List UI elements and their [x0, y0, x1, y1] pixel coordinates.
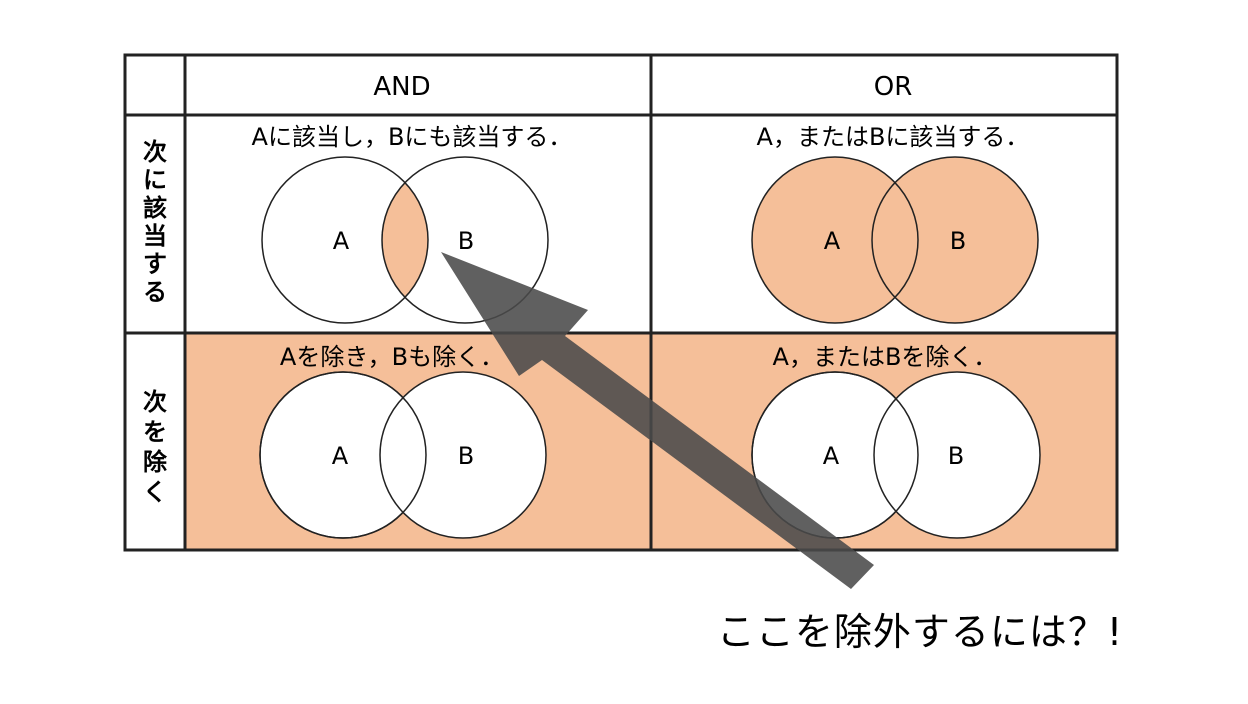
table-grid — [123, 53, 1119, 552]
caption-or-exclude: A，またはBを除く． — [773, 343, 998, 371]
row-label-match-char: に — [143, 166, 167, 194]
venn-circle-b — [873, 371, 1041, 539]
row-label-exclude-char: く — [143, 478, 167, 506]
row-label-match-char: 該 — [143, 194, 167, 222]
venn-or-match: A B — [751, 156, 1039, 324]
venn-circle-a — [261, 156, 429, 324]
venn-label-a: A — [332, 442, 349, 470]
venn-label-a: A — [823, 442, 840, 470]
venn-circle-b — [379, 371, 547, 539]
header-and: AND — [373, 72, 430, 102]
venn-circle-a-fill — [752, 157, 918, 323]
row-label-exclude: 次 を 除 く — [143, 388, 168, 506]
row-label-exclude-char: を — [143, 418, 167, 446]
venn-label-a: A — [824, 227, 841, 255]
venn-and-exclude: A B — [259, 371, 547, 539]
venn-circle-b-fill — [872, 157, 1038, 323]
row-label-match: 次 に 該 当 す る — [143, 138, 167, 306]
row-label-match-char: る — [143, 278, 167, 306]
venn-label-b: B — [458, 227, 474, 255]
annotation-arrow — [441, 252, 874, 589]
venn-circle-a — [751, 156, 919, 324]
venn-or-exclude: A B — [751, 371, 1041, 539]
venn-label-b: B — [948, 442, 964, 470]
caption-and-match: Aに該当し，Bにも該当する． — [252, 123, 573, 151]
row-label-match-char: す — [143, 250, 167, 278]
venn-circle-b — [381, 156, 549, 324]
row-label-match-char: 次 — [143, 138, 167, 166]
venn-circle-a-outline — [259, 371, 427, 539]
venn-label-b: B — [458, 442, 474, 470]
venn-label-b: B — [950, 227, 966, 255]
caption-and-exclude: Aを除き，Bも除く． — [280, 343, 504, 371]
header-or: OR — [874, 72, 913, 102]
row-label-exclude-char: 次 — [143, 388, 167, 416]
row-label-exclude-char: 除 — [143, 448, 168, 476]
venn-circle-b — [871, 156, 1039, 324]
row-label-match-char: 当 — [143, 222, 167, 250]
caption-or-match: A，またはBに該当する． — [757, 123, 1030, 151]
venn-label-a: A — [333, 227, 350, 255]
annotation-question: ここを除外するには？! — [717, 610, 1123, 654]
